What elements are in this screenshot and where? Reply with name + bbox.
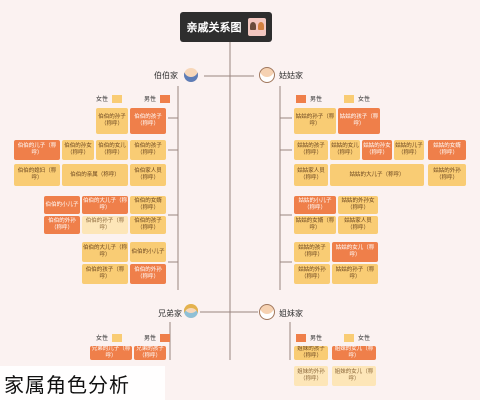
relative-box: 姑姑的小儿子（称呼）	[294, 196, 336, 214]
relative-box: 伯伯的孙子（称呼）	[96, 108, 128, 134]
sister-avatar-icon	[259, 304, 275, 320]
brother-avatar-icon	[184, 304, 198, 318]
relative-box: 姑姑家人员（称呼）	[338, 216, 378, 234]
relative-box: 伯伯的孙女（称呼）	[62, 140, 94, 160]
relative-box: 姑姑的外孙（称呼）	[428, 164, 466, 186]
male-avatar-icon	[184, 68, 198, 82]
relative-box: 兄弟的孩子（称呼）	[134, 346, 166, 360]
legend-male-label: 男性	[144, 335, 157, 342]
branch-bottom-right-label: 姐妹家	[279, 309, 303, 318]
relative-box: 伯伯的女儿（称呼）	[96, 140, 128, 160]
legend-male-label: 男性	[310, 96, 323, 103]
legend-male-swatch	[160, 333, 171, 342]
relative-box: 姑姑的孙女（称呼）	[362, 140, 392, 160]
relative-box: 姑姑的儿子（称呼）	[394, 140, 424, 160]
relative-box: 姑姑的女儿（称呼）	[332, 242, 378, 262]
legend-female-swatch	[344, 333, 355, 342]
legend-bottom-right: 男性 女性	[296, 333, 370, 342]
relative-box: 姑姑的外孙女（称呼）	[338, 196, 378, 214]
relative-box: 姑姑的大儿子（称呼）	[330, 164, 424, 186]
legend-top-right: 男性 女性	[296, 94, 370, 103]
legend-female-swatch	[344, 94, 355, 103]
legend-female-label: 女性	[96, 96, 109, 103]
relative-box: 姐妹的女儿（称呼）	[332, 366, 376, 386]
caption-overlay: 家属角色分析	[0, 366, 165, 400]
relative-box: 伯伯的外孙（称呼）	[130, 264, 166, 284]
relative-box: 姑姑的外孙（称呼）	[294, 264, 330, 284]
relative-box: 兄弟的儿子（称呼）	[90, 346, 132, 360]
relative-box: 姑姑的孩子（称呼）	[294, 242, 330, 262]
relative-box: 伯伯的外孙（称呼）	[44, 216, 80, 234]
relative-box: 姑姑的女儿（称呼）	[330, 140, 360, 160]
legend-bottom-left: 女性 男性	[96, 333, 171, 342]
family-icon	[247, 18, 266, 36]
relative-box: 伯伯的媳妇（称呼）	[14, 164, 60, 186]
relative-box: 伯伯的孩子（称呼）	[130, 108, 166, 134]
legend-male-label: 男性	[310, 335, 323, 342]
relative-box: 姑姑的孩子（称呼）	[294, 140, 328, 160]
relative-box: 姐妹的孩子（称呼）	[294, 346, 328, 360]
relative-box: 姑姑的女婿（称呼）	[428, 140, 466, 160]
relative-box: 伯伯的孙子（称呼）	[82, 216, 128, 234]
legend-female-swatch	[112, 333, 123, 342]
female-avatar-icon	[259, 67, 275, 83]
branch-top-left-label: 伯伯家	[154, 71, 178, 80]
relative-box: 姐妹的外孙（称呼）	[294, 366, 328, 386]
relative-box: 姑姑家人员（称呼）	[294, 164, 328, 186]
legend-female-label: 女性	[96, 335, 109, 342]
branch-top-right-label: 姑姑家	[279, 71, 303, 80]
legend-top-left: 女性 男性	[96, 94, 171, 103]
title-text: 亲戚关系图	[186, 21, 242, 34]
diagram-title: 亲戚关系图	[180, 12, 272, 42]
branch-bottom-left-label: 兄弟家	[158, 309, 182, 318]
relative-box: 姑姑的孙子（称呼）	[294, 108, 336, 134]
legend-female-label: 女性	[358, 96, 371, 103]
legend-male-swatch	[296, 94, 306, 103]
relative-box: 姑姑的孙子（称呼）	[332, 264, 378, 284]
relative-box: 伯伯的女婿（称呼）	[130, 196, 166, 214]
legend-female-swatch	[112, 94, 123, 103]
legend-male-swatch	[160, 94, 171, 103]
relative-box: 姑姑的孩子（称呼）	[338, 108, 380, 134]
relative-box: 伯伯的儿子（称呼）	[14, 140, 60, 160]
relative-box: 伯伯的小儿子	[44, 196, 80, 214]
relative-box: 姐妹的女儿（称呼）	[332, 346, 376, 360]
relative-box: 伯伯的孩子（称呼）	[130, 140, 166, 160]
legend-female-label: 女性	[358, 335, 371, 342]
legend-male-swatch	[296, 333, 306, 342]
legend-male-label: 男性	[144, 96, 157, 103]
relative-box: 伯伯的亲属（称呼）	[62, 164, 128, 186]
relative-box: 伯伯的孩子（称呼）	[82, 264, 128, 284]
relative-box: 姑姑的女婿（称呼）	[294, 216, 336, 234]
relative-box: 伯伯的小儿子	[130, 242, 166, 262]
relative-box: 伯伯的大儿子（称呼）	[82, 196, 128, 214]
relative-box: 伯伯的孩子（称呼）	[130, 216, 166, 234]
relative-box: 伯伯家人员（称呼）	[130, 164, 166, 186]
relative-box: 伯伯的大儿子（称呼）	[82, 242, 128, 262]
